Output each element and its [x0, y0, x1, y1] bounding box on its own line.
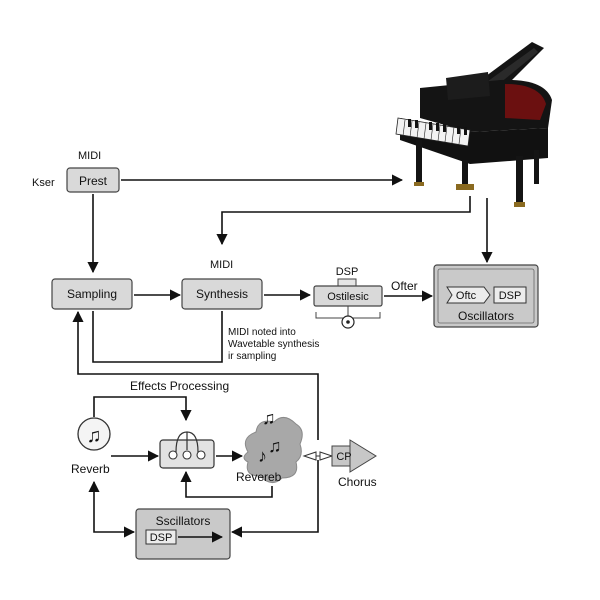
- prest-label: Prest: [79, 174, 108, 188]
- bracket-sampling-synthesis: [92, 311, 223, 363]
- sscillators-label: Sscillators: [156, 514, 211, 528]
- dsp-bottom-chip: [145, 529, 177, 545]
- ostilesic-label: Ostilesic: [327, 291, 369, 303]
- grand-piano-icon: [395, 42, 552, 207]
- arrow-note-to-mixer: [93, 396, 192, 422]
- label-kser: Kser: [32, 177, 55, 189]
- chorus-amplifier[interactable]: [331, 439, 377, 473]
- arrow-piano-to-synthesis: [216, 196, 471, 246]
- dsp-tab: [337, 278, 357, 287]
- reverb-left-label: Reverb: [71, 462, 110, 476]
- dsp-bottom-label: DSP: [150, 532, 173, 544]
- svg-text:♪: ♪: [258, 446, 267, 466]
- arrow-chorus-to-sscillators: [230, 460, 319, 538]
- music-note-icon[interactable]: ♫: [77, 417, 111, 451]
- sscillators-box[interactable]: [135, 508, 231, 560]
- cp-label: CP: [336, 451, 351, 463]
- svg-text:♫: ♫: [268, 436, 282, 456]
- revereb-label: Revereb: [236, 470, 282, 484]
- signal-mixer-icon[interactable]: [159, 431, 215, 469]
- effects-processing-title: Effects Processing: [130, 379, 229, 393]
- oftc-tag: [446, 286, 491, 304]
- arrow-cloud-to-mixer: [180, 470, 273, 498]
- note-line-2: Wavetable synthesis: [228, 339, 319, 350]
- label-midi-top: MIDI: [78, 150, 101, 162]
- oscillators-label: Oscillators: [458, 309, 514, 323]
- prest-box[interactable]: [66, 167, 120, 193]
- knob-icon: [315, 306, 381, 329]
- note-line-1: MIDI noted into: [228, 327, 296, 338]
- sampling-box[interactable]: [51, 278, 133, 310]
- svg-text:♫: ♫: [87, 425, 102, 447]
- floating-note-icon: ♫: [262, 408, 276, 428]
- label-midi-mid: MIDI: [210, 259, 233, 271]
- synthesis-box[interactable]: [181, 278, 263, 310]
- dsp-chip-label: DSP: [499, 290, 522, 302]
- note-line-3: ir sampling: [228, 351, 276, 362]
- chorus-label: Chorus: [338, 475, 377, 489]
- oftc-label: Oftc: [456, 290, 477, 302]
- chorus-connector: [302, 451, 334, 461]
- arrow-chorus-to-sampling: [72, 310, 319, 440]
- arrow-reverb-sscillators: [88, 480, 136, 538]
- sampling-label: Sampling: [67, 287, 117, 301]
- reverb-cloud-icon[interactable]: ♪ ♫: [243, 417, 303, 483]
- synthesis-label: Synthesis: [196, 287, 248, 301]
- label-ofter: Ofter: [391, 279, 418, 293]
- label-dsp: DSP: [336, 266, 359, 278]
- oscillators-panel-inner: [437, 268, 535, 324]
- dsp-chip: [493, 286, 527, 304]
